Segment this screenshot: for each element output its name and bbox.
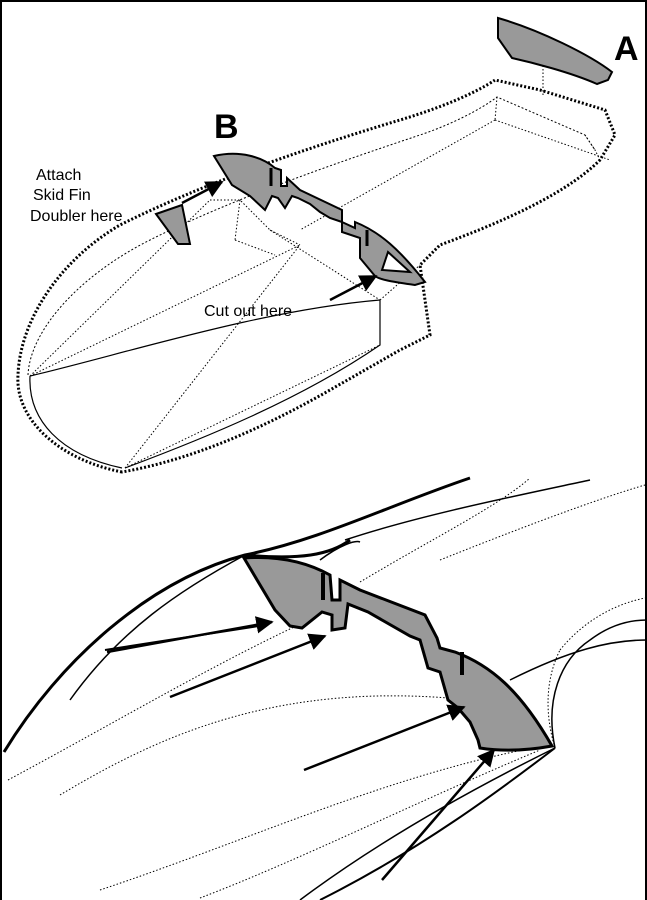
closeup-right-edge — [299, 619, 647, 900]
closeup-side-line-1 — [69, 554, 246, 701]
closeup-arrow-2 — [169, 633, 327, 699]
closeup-arrow-1 — [106, 616, 274, 654]
label-part-a: A — [614, 30, 639, 68]
attach-arrow — [181, 180, 224, 205]
attach-label-line3: Doubler here — [30, 208, 123, 225]
part-b-former-closeup — [241, 555, 555, 752]
attach-label-line2: Skid Fin — [33, 187, 91, 204]
closeup-sheer-line — [319, 479, 591, 561]
closeup-bottom-edge — [319, 747, 556, 900]
deck-inner-outline — [27, 96, 596, 376]
hull-section-lines — [29, 96, 611, 469]
hull-outline — [16, 78, 617, 474]
hull-keel-line — [29, 299, 381, 469]
part-b-slots — [269, 168, 369, 246]
skid-fin-doubler — [154, 203, 192, 245]
attach-label-line1: Attach — [36, 167, 81, 184]
label-part-b: B — [214, 108, 239, 146]
part-b-cutout-hole — [380, 250, 413, 274]
part-b-former-top — [212, 152, 427, 287]
closeup-arrow-3 — [303, 704, 466, 772]
hull-bottom-dotted — [234, 134, 601, 256]
hull-chine-line — [124, 300, 381, 469]
part-b-closeup-slots — [321, 573, 464, 675]
cutout-label: Cut out here — [204, 303, 292, 320]
part-a-former — [497, 16, 614, 86]
closeup-dotted-lines — [7, 477, 646, 899]
hull-closeup-view — [2, 476, 647, 900]
hull-top-view — [16, 62, 617, 474]
closeup-arrow-4 — [381, 748, 496, 881]
cutout-arrow — [329, 274, 378, 302]
